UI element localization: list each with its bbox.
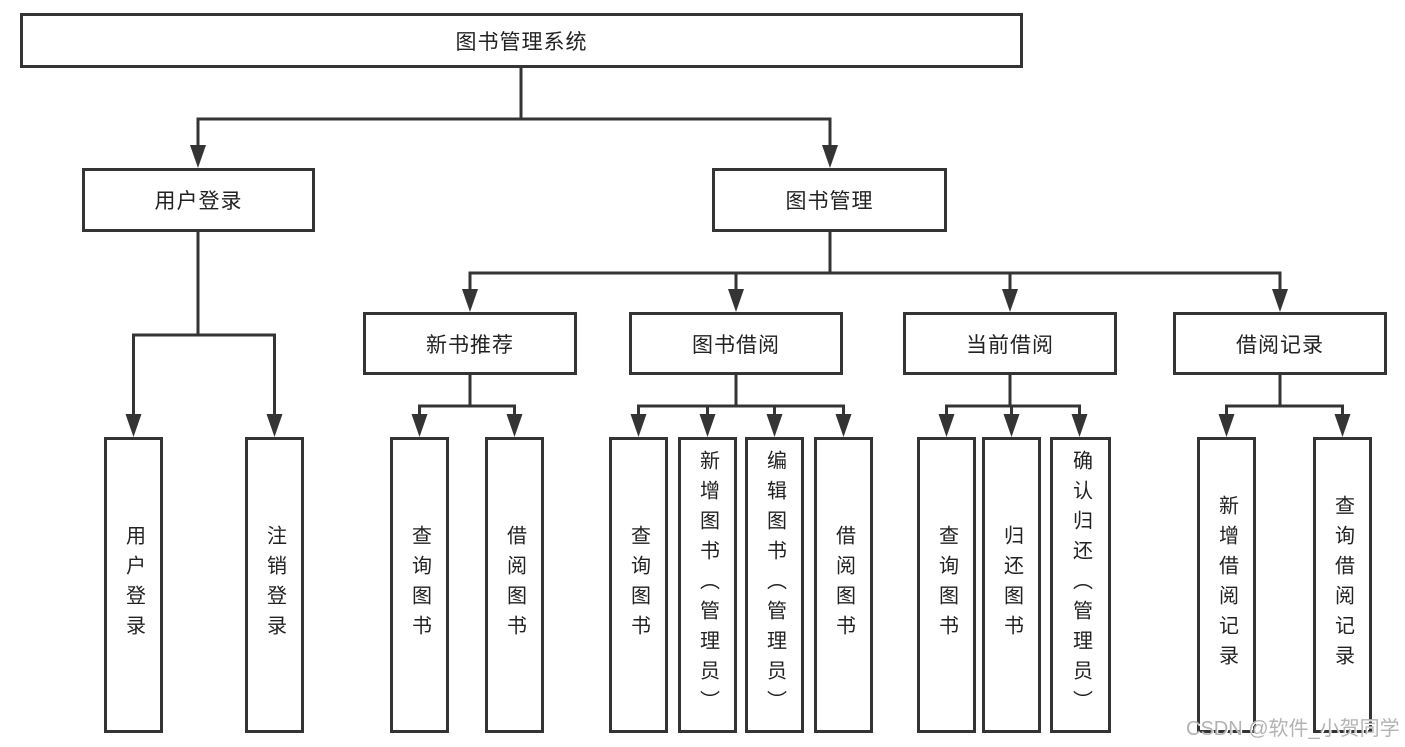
leaf-confirm-return-admin: 确认归还（管理员） [1050, 437, 1111, 733]
leaf-recommend-query-books: 查询图书 [390, 437, 449, 733]
watermark-text: CSDN @软件_小贺同学 [1186, 718, 1400, 740]
node-book-management: 图书管理 [712, 168, 947, 232]
leaf-add-borrow-record: 新增借阅记录 [1197, 437, 1256, 733]
node-current-borrow: 当前借阅 [903, 312, 1117, 375]
node-new-book-recommend: 新书推荐 [363, 312, 577, 375]
leaf-recommend-borrow-books: 借阅图书 [485, 437, 544, 733]
leaf-add-books-admin: 新增图书（管理员） [678, 437, 737, 733]
leaf-edit-books-admin: 编辑图书（管理员） [745, 437, 804, 733]
node-user-login: 用户登录 [82, 168, 315, 232]
node-library-system: 图书管理系统 [20, 13, 1023, 68]
node-borrow-records: 借阅记录 [1173, 312, 1387, 375]
leaf-return-books: 归还图书 [982, 437, 1041, 733]
node-book-borrow: 图书借阅 [629, 312, 843, 375]
leaf-user-login: 用户登录 [104, 437, 163, 733]
leaf-query-borrow-record: 查询借阅记录 [1313, 437, 1372, 733]
leaf-borrow-query-books: 查询图书 [609, 437, 668, 733]
leaf-logout: 注销登录 [245, 437, 304, 733]
leaf-current-query-books: 查询图书 [917, 437, 976, 733]
leaf-borrow-books: 借阅图书 [814, 437, 873, 733]
